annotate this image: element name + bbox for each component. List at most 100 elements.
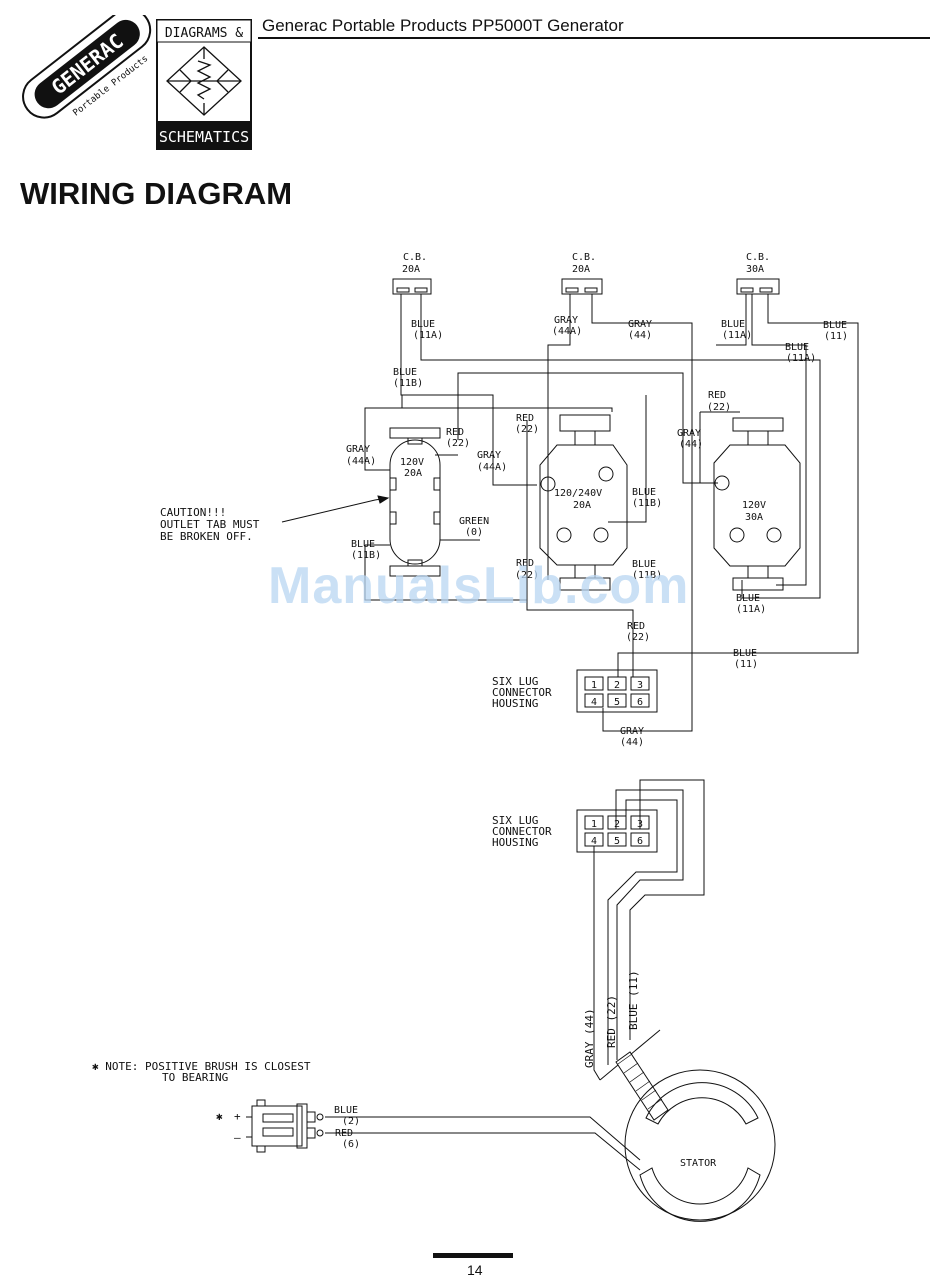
brush-lead-blue-2-code: (2) [342,1116,360,1127]
connector2-lug-6: 6 [637,836,643,847]
wire-code-blue-11b-1: (11B) [393,378,423,389]
wire-code-gray-44a-2: (44A) [346,456,376,467]
wire-label-gray-44a-1: GRAY [554,315,578,326]
wire-label-blue-11a-4: BLUE [736,593,760,604]
wire-label-blue-11a-3: BLUE [785,342,809,353]
wire-code-gray-44a-3: (44A) [477,462,507,473]
connector1-lug-4: 4 [591,697,597,708]
wire-code-gray-44-2: (44) [679,439,703,450]
cb2-rating: 20A [572,264,590,275]
connector1-lug-5: 5 [614,697,620,708]
brush-lead-blue-2-name: BLUE [334,1105,358,1116]
wire-label-gray-44-1: GRAY [628,319,652,330]
diagrams-schematics-badge: DIAGRAMS & SCHEMATICS [156,19,252,150]
wire-code-red-22-4: (22) [515,570,539,581]
breaker-1 [392,278,432,295]
connector2-lug-5: 5 [614,836,620,847]
connector1-lug-6: 6 [637,697,643,708]
cb2-label: C.B. [572,252,596,263]
wire-code-blue-11a-3: (11A) [786,353,816,364]
wire-code-green-0: (0) [465,527,483,538]
wire-label-green-0: GREEN [459,516,489,527]
wire-code-blue-11a-4: (11A) [736,604,766,615]
outlet-120-240v-20a [539,414,628,591]
note-line-1: ✱ NOTE: POSITIVE BRUSH IS CLOSEST [92,1060,311,1073]
wire-label-blue-11-1: BLUE [823,320,847,331]
cb3-rating: 30A [746,264,764,275]
outlet-120v-20a [389,427,441,577]
page-heading: WIRING DIAGRAM [20,176,293,211]
caution-line-1: CAUTION!!! [160,506,226,519]
wire-code-blue-11b-2: (11B) [632,498,662,509]
cb3-label: C.B. [746,252,770,263]
breaker-2 [561,278,603,295]
stator [624,1069,776,1222]
outlet3-amps: 30A [745,512,763,523]
wire-code-gray-44a-1: (44A) [552,326,582,337]
wire-code-blue-11b-4: (11B) [632,570,662,581]
wire-code-red-22-2: (22) [515,424,539,435]
wire-label-blue-11b-1: BLUE [393,367,417,378]
connector1-label-1: SIX LUG [492,675,538,688]
connector2-lug-1: 1 [591,819,597,830]
generac-brand-mark: GENERAC Portable Products [22,15,152,119]
six-lug-connector-1 [576,669,658,713]
brush-minus-sign: – [234,1131,241,1144]
wire-code-blue-11-1: (11) [824,331,848,342]
brush-holder [246,1099,324,1153]
wire-code-red-22-3: (22) [446,438,470,449]
caution-line-3: BE BROKEN OFF. [160,530,253,543]
connector2-label-3: HOUSING [492,836,538,849]
connector1-lug-2: 2 [614,680,620,691]
outlet1-voltage: 120V [400,457,424,468]
cb1-rating: 20A [402,264,420,275]
outlet2-voltage: 120/240V [554,488,602,499]
brush-positive-star: ✱ [216,1110,223,1123]
connector1-label-2: CONNECTOR [492,686,552,699]
connector2-label-2: CONNECTOR [492,825,552,838]
brush-plus-sign: + [234,1110,241,1123]
wire-label-gray-44-3: GRAY [620,726,644,737]
wire-code-blue-11a-1: (11A) [413,330,443,341]
badge-bottom-text: SCHEMATICS [159,128,249,146]
wire-label-red-22-2: RED [516,413,534,424]
outlet-120v-30a [713,417,801,591]
footer-bar [433,1253,513,1258]
brush-lead-red-6-code: (6) [342,1139,360,1150]
wire-code-red-22-5: (22) [626,632,650,643]
note-line-2: TO BEARING [162,1071,228,1084]
header-rule [258,37,930,39]
wire-code-blue-11b-3: (11B) [351,550,381,561]
wire-label-blue-11a-1: BLUE [411,319,435,330]
wire-label-red-22-1: RED [708,390,726,401]
outlet1-amps: 20A [404,468,422,479]
wire-label-red-22-5: RED [627,621,645,632]
connector1-lug-1: 1 [591,680,597,691]
wire-code-blue-11a-2: (11A) [722,330,752,341]
manualslib-watermark: ManualsLib.com [268,557,690,615]
wire-label-gray-44a-2: GRAY [346,444,370,455]
wire-code-blue-11-2: (11) [734,659,758,670]
stator-label: STATOR [680,1158,717,1169]
caution-line-2: OUTLET TAB MUST [160,518,260,531]
connector1-lug-3: 3 [637,680,643,691]
connector2-lug-3: 3 [637,819,643,830]
wire-label-gray-44-2: GRAY [677,428,701,439]
connector2-label-1: SIX LUG [492,814,538,827]
wire-code-red-22-1: (22) [707,402,731,413]
wire-label-red-22-4: RED [516,558,534,569]
stator-lead-blue-11: BLUE (11) [627,970,640,1030]
connector2-lug-4: 4 [591,836,597,847]
badge-top-text: DIAGRAMS & [165,26,243,41]
wire-code-gray-44-3: (44) [620,737,644,748]
stator-lead-red-22: RED (22) [605,995,618,1048]
generac-logo: GENERAC Portable Products DIAGRAMS & SCH… [22,15,252,150]
wire-label-blue-11-2: BLUE [733,648,757,659]
wire-label-red-22-3: RED [446,427,464,438]
page-number: 14 [467,1262,483,1278]
stator-lead-gray-44: GRAY (44) [583,1008,596,1068]
wire-label-blue-11b-2: BLUE [632,487,656,498]
wire-code-gray-44-1: (44) [628,330,652,341]
outlet3-voltage: 120V [742,500,766,511]
outlet2-amps: 20A [573,500,591,511]
